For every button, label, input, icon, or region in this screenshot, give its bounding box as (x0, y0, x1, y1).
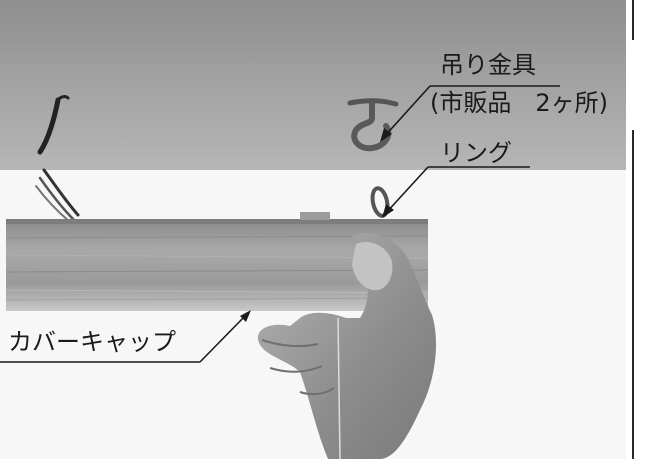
hand (257, 232, 436, 459)
hook-label-title: 吊り金具 (440, 51, 536, 79)
cap-leader (199, 312, 249, 363)
arrowheads (240, 128, 394, 322)
ring-leader (384, 166, 429, 215)
ceiling-hook (347, 98, 399, 152)
cover-cap-label: カバーキャップ (8, 328, 176, 356)
ring-label: リング (440, 139, 512, 167)
frame-border (626, 0, 646, 459)
hook-label-note: (市販品 2ヶ所) (430, 89, 608, 117)
leader-lines (0, 85, 560, 363)
hook-leader (382, 85, 431, 139)
